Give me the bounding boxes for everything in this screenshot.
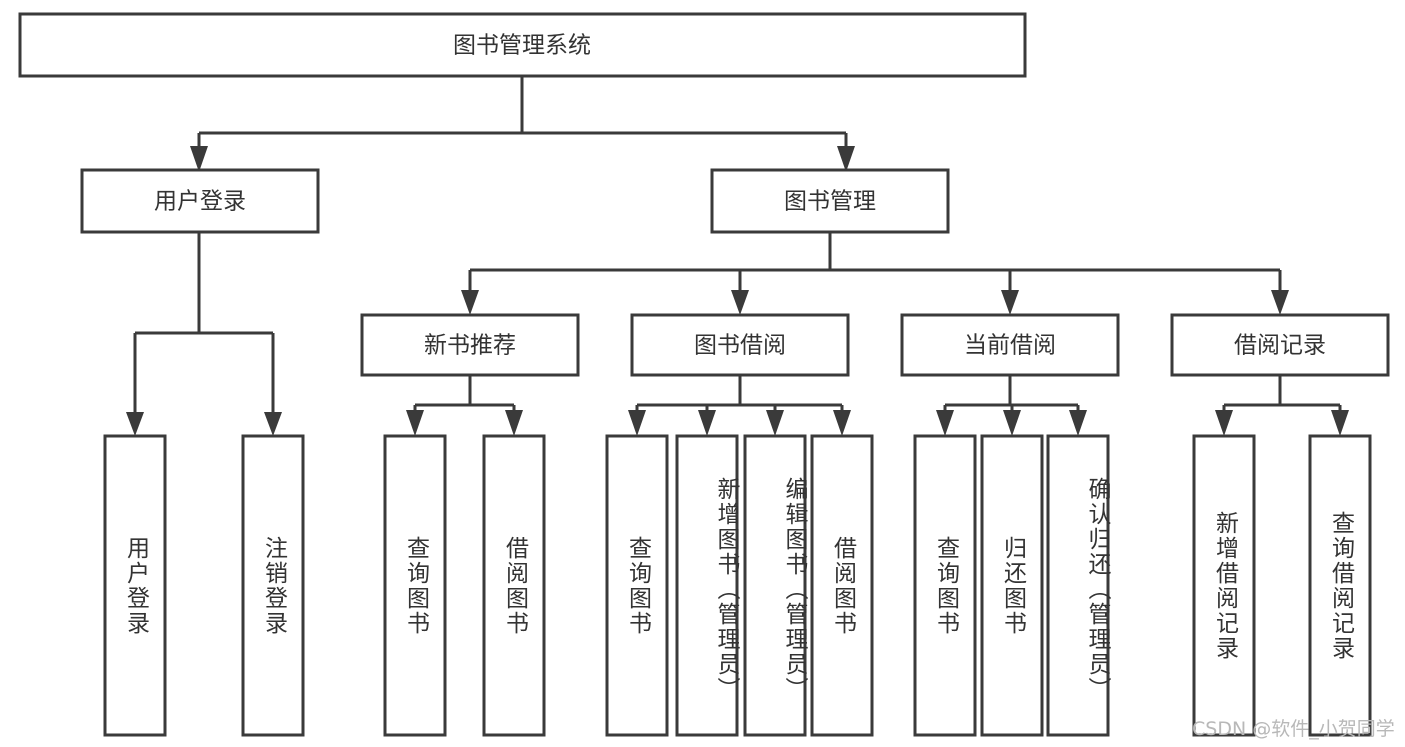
node-book-manage[interactable] <box>710 168 950 234</box>
node-new-book-recommend[interactable] <box>360 313 580 377</box>
arrow-head-icon <box>1001 290 1019 315</box>
node-book-manage-label: 图书管理 <box>784 189 876 215</box>
connector-userlogin-to-leaves <box>126 232 282 436</box>
arrow-head-icon <box>837 146 855 172</box>
connector-currentborrow-to-leaves <box>936 375 1087 436</box>
arrow-head-icon <box>628 410 646 436</box>
node-leaf-add-record[interactable] <box>1192 434 1256 737</box>
arrow-head-icon <box>264 412 282 436</box>
csdn-watermark: CSDN @软件_小贺同学 <box>1192 718 1395 740</box>
node-book-borrow[interactable] <box>630 313 850 377</box>
arrow-head-icon <box>1069 410 1087 436</box>
connector-root-to-level1 <box>190 76 855 172</box>
connector-borrowrecord-to-leaves <box>1215 375 1349 436</box>
arrow-head-icon <box>406 410 424 436</box>
arrow-head-icon <box>126 412 144 436</box>
node-root-label: 图书管理系统 <box>453 33 591 59</box>
arrow-head-icon <box>1331 410 1349 436</box>
arrow-head-icon <box>833 410 851 436</box>
arrow-head-icon <box>698 410 716 436</box>
node-current-borrow-label: 当前借阅 <box>964 333 1056 359</box>
node-borrow-record[interactable] <box>1170 313 1390 377</box>
connector-newbook-to-leaves <box>406 375 523 436</box>
arrow-head-icon <box>1003 410 1021 436</box>
arrow-head-icon <box>766 410 784 436</box>
node-user-login-label: 用户登录 <box>154 189 246 215</box>
node-borrow-record-label: 借阅记录 <box>1234 333 1326 359</box>
node-user-login[interactable] <box>80 168 320 234</box>
arrow-head-icon <box>936 410 954 436</box>
node-current-borrow[interactable] <box>900 313 1120 377</box>
node-leaf-return-book[interactable] <box>980 434 1044 737</box>
node-leaf-edit-book[interactable] <box>743 434 807 737</box>
connector-bookborrow-to-leaves <box>628 375 851 436</box>
node-new-book-recommend-label: 新书推荐 <box>424 333 516 359</box>
node-leaf-query-record[interactable] <box>1308 434 1372 737</box>
node-root[interactable] <box>18 12 1027 78</box>
node-leaf-user-logout[interactable] <box>241 434 305 737</box>
node-leaf-query-book-2[interactable] <box>605 434 669 737</box>
arrow-head-icon <box>190 146 208 172</box>
node-leaf-borrow-book-2[interactable] <box>810 434 874 737</box>
node-leaf-borrow-book-1[interactable] <box>482 434 546 737</box>
arrow-head-icon <box>731 290 749 315</box>
node-leaf-query-book-3[interactable] <box>913 434 977 737</box>
connector-bookmanage-to-level2 <box>461 232 1289 315</box>
arrow-head-icon <box>1215 410 1233 436</box>
node-leaf-confirm-return[interactable] <box>1046 434 1110 737</box>
node-leaf-user-login[interactable] <box>103 434 167 737</box>
arrow-head-icon <box>461 290 479 315</box>
node-book-borrow-label: 图书借阅 <box>694 333 786 359</box>
arrow-head-icon <box>1271 290 1289 315</box>
node-leaf-add-book[interactable] <box>675 434 739 737</box>
node-leaf-query-book-1[interactable] <box>383 434 447 737</box>
arrow-head-icon <box>505 410 523 436</box>
